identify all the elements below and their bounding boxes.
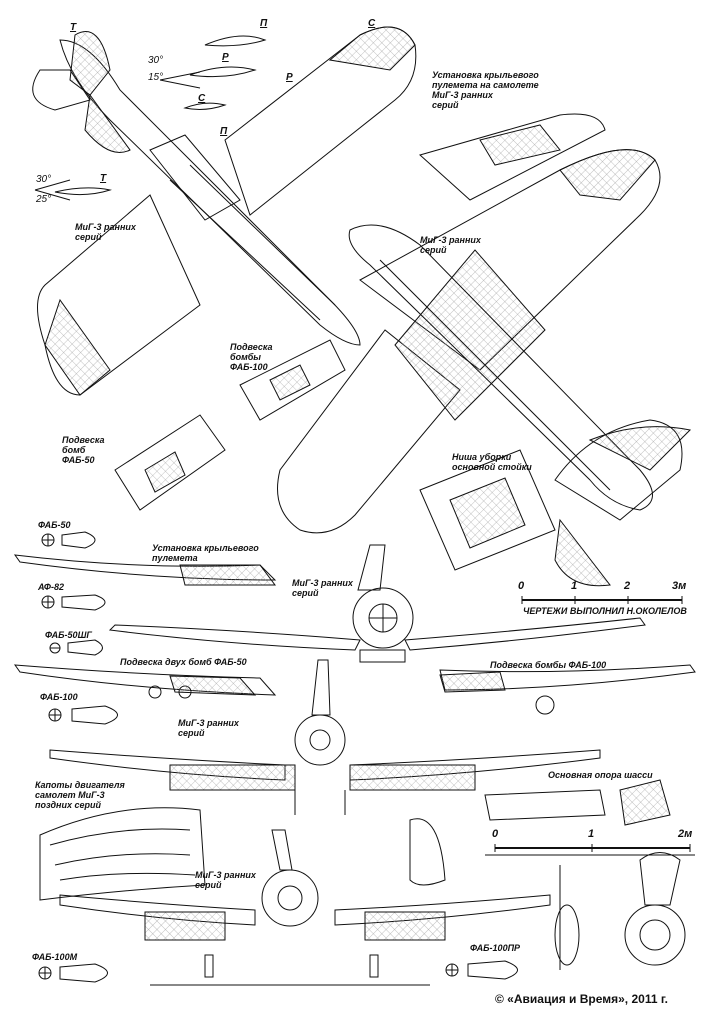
front-view-1 [108,544,646,663]
section-mark-s2: С [198,93,206,104]
angle-25-tail: 25° [36,194,52,205]
bomb-fab50shg [49,639,103,656]
label-fab100pr: ФАБ-100ПР [470,943,521,953]
label-fab50shg: ФАБ-50ШГ [45,630,92,640]
bomb-fab50 [41,531,96,549]
scale-top-1: 1 [571,580,578,592]
scale-gear-0: 0 [492,828,499,840]
label-mig3-early-left: МиГ-3 ранних серий [75,222,136,242]
section-mark-p: П [260,18,268,29]
angle-30-tail: 30° [36,174,52,185]
gear-niche-detail [419,449,556,571]
label-fab100-mount-top: Подвеска бомбы ФАБ-100 [230,342,273,372]
fab100-mount-side [439,664,696,715]
label-mig3-early-right: МиГ-3 ранних серий [420,235,481,255]
label-main-gear: Основная опора шасси [548,770,653,780]
fab100-mount-detail-top [239,339,346,421]
section-profiles [34,35,267,201]
label-wing-mg-install-top: Установка крыльевого пулемета на самолет… [432,70,539,110]
section-mark-s: С [368,18,376,29]
label-fab50-mount-top: Подвеска бомб ФАБ-50 [62,435,105,465]
bomb-fab100m [38,963,108,983]
label-af82: АФ-82 [38,582,64,592]
label-mig3-early-front1: МиГ-3 ранних серий [292,578,353,598]
section-mark-r2: Р [286,72,293,83]
label-mig3-early-front3: МиГ-3 ранних серий [195,870,256,890]
scale-top-0: 0 [518,580,525,592]
wing-mg-detail-top [418,113,606,201]
scale-gear-1: 1 [588,828,595,840]
scale-gear-2: 2м [678,828,693,840]
bomb-fab100pr [445,960,518,980]
plan-view-bottom-right [277,149,692,587]
section-mark-r: Р [222,52,229,63]
front-view-3 [59,829,551,986]
label-gear-niche: Ниша уборки основной стойки [452,452,532,472]
section-mark-t2: Т [100,173,107,184]
scale-top-2: 2 [624,580,631,592]
engine-cowls [39,807,206,901]
fab50-mount-detail-top [114,414,226,511]
label-engine-cowls: Капоты двигателя самолет МиГ-3 поздних с… [35,780,125,810]
label-wing-mg-install: Установка крыльевого пулемета [152,543,259,563]
author-credit: ЧЕРТЕЖИ ВЫПОЛНИЛ Н.ОКОЛЕЛОВ [523,606,687,616]
label-fab50: ФАБ-50 [38,520,71,530]
wing-mg-side [13,554,277,586]
angle-15-wing: 15° [148,72,164,83]
section-mark-t: Т [70,22,77,33]
label-fab100m: ФАБ-100М [32,952,78,962]
label-mig3-early-front2: МиГ-3 ранних серий [178,718,239,738]
scale-bar-gear [494,844,691,852]
label-fab100-mount: Подвеска бомбы ФАБ-100 [490,660,607,670]
bomb-af82 [41,594,106,611]
main-gear [409,779,695,970]
scale-bar-top [521,596,683,604]
front-view-2 [49,659,601,815]
section-mark-p2: П [220,126,228,137]
scale-top-3: 3м [672,580,687,592]
bomb-fab100 [48,705,118,725]
label-two-fab50: Подвеска двух бомб ФАБ-50 [120,657,247,667]
two-fab50-mount-side [13,664,277,699]
copyright: © «Авиация и Время», 2011 г. [495,992,668,1006]
label-fab100: ФАБ-100 [40,692,78,702]
angle-30-wing: 30° [148,55,164,66]
plan-view-top-left [32,26,417,396]
